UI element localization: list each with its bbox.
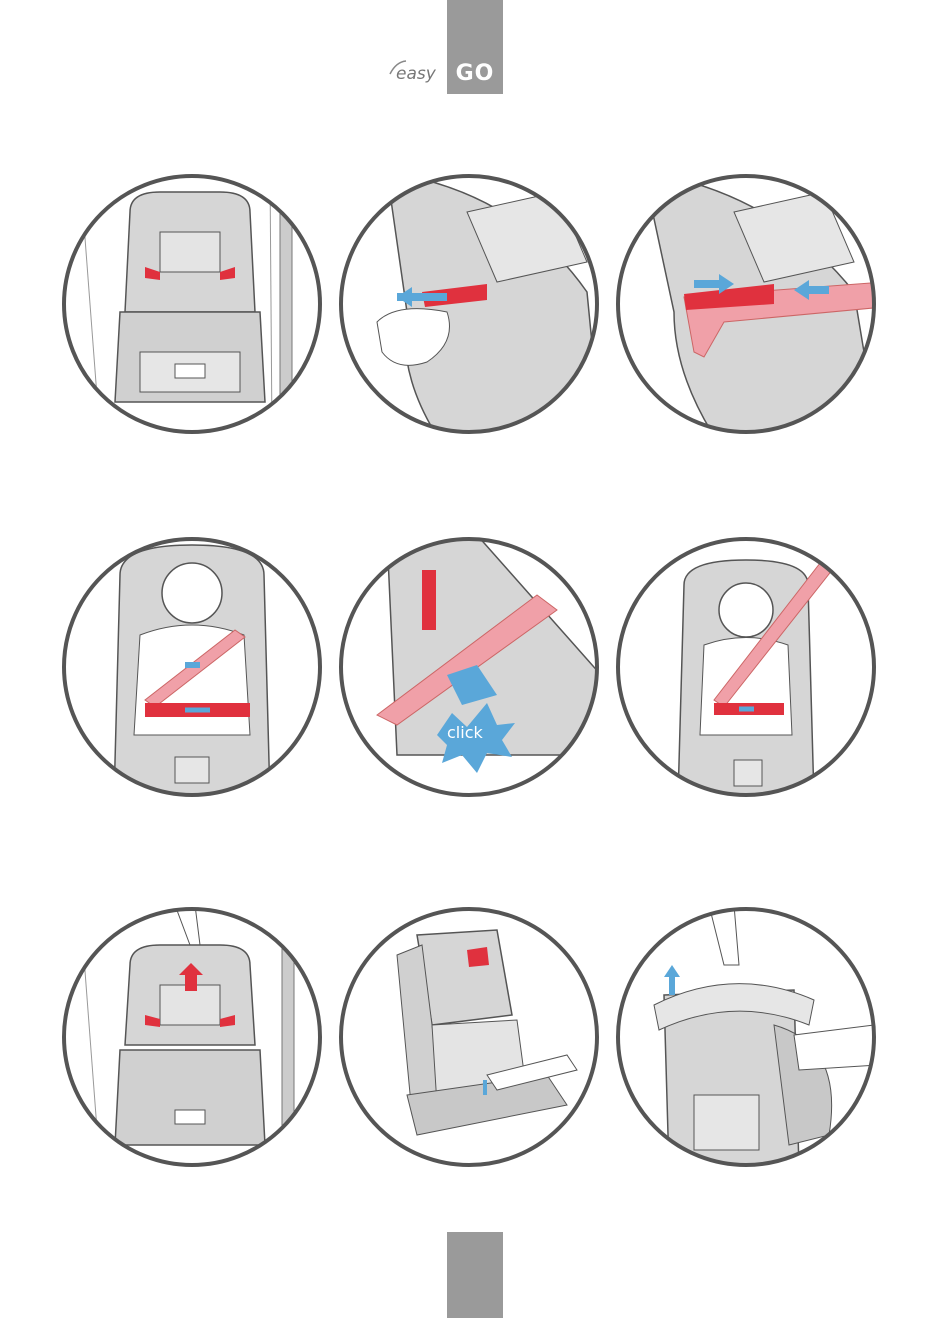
- illustration-panel-4: [60, 535, 324, 799]
- illustration-panel-2: [337, 172, 601, 436]
- bottom-page-tab: [447, 1232, 503, 1318]
- illustration-panel-1: [60, 172, 324, 436]
- brand-logo: easy GO: [388, 56, 508, 96]
- illustration-panel-3: [614, 172, 878, 436]
- illustration-panel-5: click: [337, 535, 601, 799]
- illustration-panel-8: [337, 905, 601, 1169]
- brand-prefix: easy: [396, 64, 436, 84]
- illustration-panel-6: [614, 535, 878, 799]
- brand-suffix: GO: [447, 60, 503, 88]
- illustration-panel-9: [614, 905, 878, 1169]
- illustration-panel-7: [60, 905, 324, 1169]
- click-label: click: [447, 723, 483, 742]
